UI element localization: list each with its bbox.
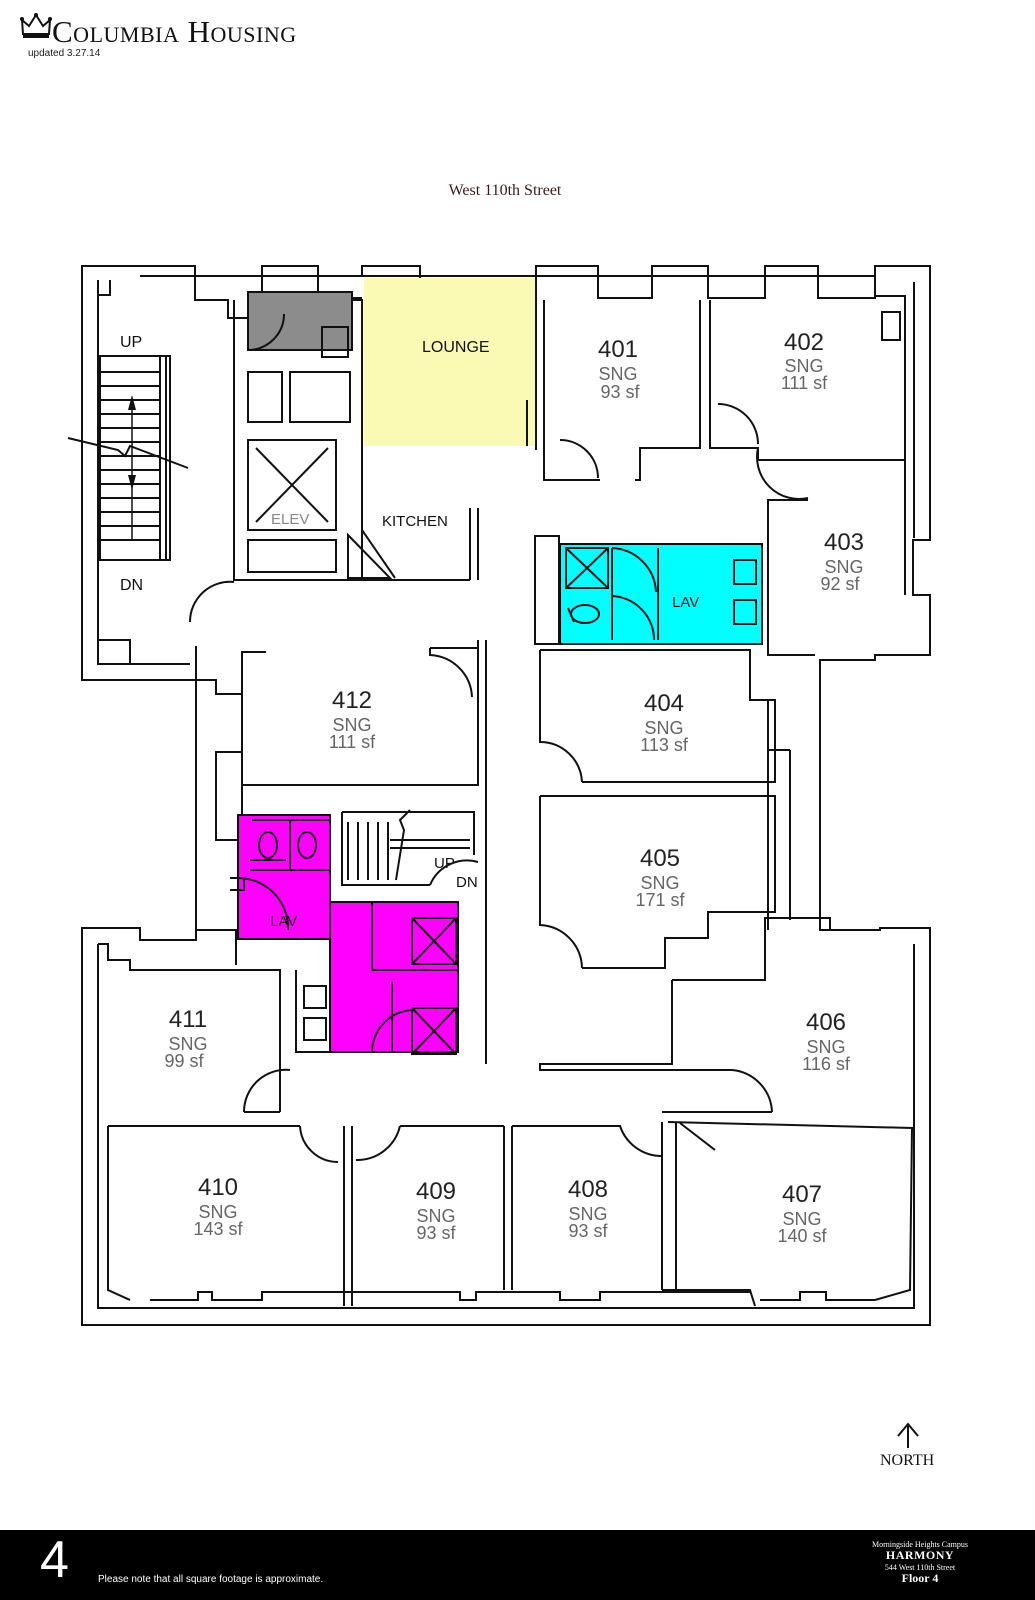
svg-text:406: 406	[806, 1009, 846, 1036]
svg-text:409: 409	[416, 1178, 456, 1205]
disclaimer-text: Please note that all square footage is a…	[98, 1574, 324, 1585]
svg-text:93 sf: 93 sf	[568, 1221, 608, 1241]
street-label: West 110th Street	[448, 182, 562, 199]
svg-text:403: 403	[824, 529, 864, 556]
svg-text:401: 401	[598, 336, 638, 363]
svg-text:SNG: SNG	[332, 715, 371, 735]
elevator-label: ELEV	[271, 511, 309, 528]
svg-text:SNG: SNG	[640, 873, 679, 893]
floor-number: 4	[40, 1531, 69, 1589]
svg-text:408: 408	[568, 1176, 608, 1203]
updated-date: updated 3.27.14	[28, 48, 101, 59]
center-stair-down-label: DN	[456, 874, 478, 891]
svg-text:92 sf: 92 sf	[820, 574, 860, 594]
footer-bar: 4 Please note that all square footage is…	[0, 1530, 1035, 1600]
room-401: 401 SNG 93 sf	[598, 336, 641, 402]
floor-label: Floor 4	[901, 1571, 939, 1586]
svg-text:99 sf: 99 sf	[164, 1051, 204, 1071]
svg-text:411: 411	[169, 1006, 207, 1033]
svg-text:140 sf: 140 sf	[777, 1226, 827, 1246]
svg-text:SNG: SNG	[806, 1037, 845, 1057]
svg-text:SNG: SNG	[198, 1202, 237, 1222]
svg-text:410: 410	[198, 1174, 238, 1201]
svg-text:407: 407	[782, 1181, 822, 1208]
floor-plan: UP DN ELEV LOUNGE KITCHEN LAV LAV UP DN …	[67, 265, 931, 1448]
svg-text:SNG: SNG	[782, 1209, 821, 1229]
svg-text:SNG: SNG	[568, 1204, 607, 1224]
svg-text:412: 412	[332, 687, 372, 714]
room-410: 410 SNG 143 sf	[193, 1174, 243, 1239]
svg-text:143 sf: 143 sf	[193, 1219, 243, 1239]
room-412: 412 SNG 111 sf	[329, 687, 376, 752]
lav-north-label: LAV	[672, 594, 699, 611]
room-408: 408 SNG 93 sf	[568, 1176, 609, 1241]
svg-text:116 sf: 116 sf	[802, 1054, 851, 1074]
room-403: 403 SNG 92 sf	[820, 529, 864, 594]
svg-text:111 sf: 111 sf	[781, 373, 828, 393]
building-info: Morningside Heights Campus HARMONY 544 W…	[845, 1540, 995, 1586]
room-402: 402 SNG 111 sf	[781, 329, 828, 393]
svg-text:402: 402	[784, 329, 824, 356]
campus-name: Morningside Heights Campus	[872, 1540, 968, 1549]
center-stair-up-label: UP	[434, 855, 455, 872]
brand-title: Columbia Housing	[52, 14, 297, 49]
svg-text:SNG: SNG	[598, 364, 637, 384]
lounge-label: LOUNGE	[422, 339, 490, 356]
room-409: 409 SNG 93 sf	[416, 1178, 457, 1243]
room-407: 407 SNG 140 sf	[777, 1181, 827, 1246]
room-405: 405 SNG 171 sf	[635, 845, 685, 910]
svg-text:SNG: SNG	[824, 557, 863, 577]
svg-text:SNG: SNG	[784, 356, 823, 376]
svg-text:SNG: SNG	[416, 1206, 455, 1226]
stair-up-label: UP	[120, 334, 142, 351]
lav-south-label: LAV	[270, 913, 297, 930]
svg-text:111 sf: 111 sf	[329, 732, 376, 752]
svg-text:171 sf: 171 sf	[635, 890, 685, 910]
room-411: 411 SNG 99 sf	[164, 1006, 207, 1071]
north-label: NORTH	[880, 1452, 935, 1469]
north-arrow-icon	[897, 1422, 919, 1448]
crown-icon	[20, 13, 52, 38]
room-404: 404 SNG 113 sf	[640, 690, 689, 755]
svg-text:SNG: SNG	[644, 718, 683, 738]
stair-down-label: DN	[120, 577, 143, 594]
kitchen-label: KITCHEN	[382, 513, 448, 530]
svg-text:113 sf: 113 sf	[640, 735, 689, 755]
svg-text:404: 404	[644, 690, 684, 717]
svg-text:SNG: SNG	[168, 1034, 207, 1054]
svg-text:93 sf: 93 sf	[416, 1223, 456, 1243]
svg-text:93 sf: 93 sf	[600, 382, 640, 402]
room-406: 406 SNG 116 sf	[802, 1009, 851, 1074]
building-name: HARMONY	[885, 1548, 955, 1563]
building-address: 544 West 110th Street	[884, 1562, 956, 1572]
svg-text:405: 405	[640, 845, 680, 872]
